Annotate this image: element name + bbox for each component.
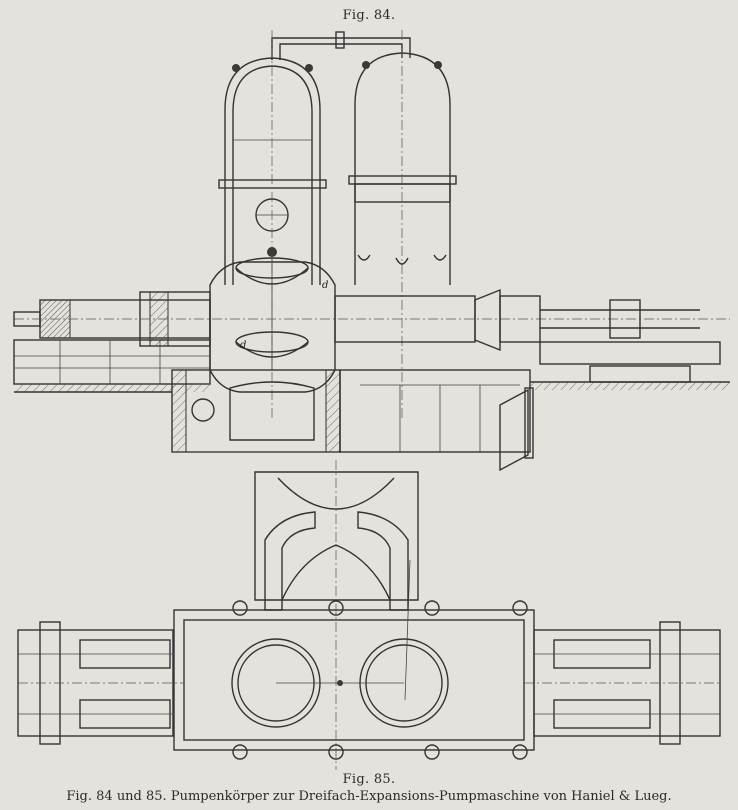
plan-arched-frame — [254, 460, 419, 770]
right-base-box — [339, 369, 534, 472]
figure-84-label: Fig. 84. — [342, 8, 396, 23]
floor-line — [14, 381, 730, 393]
left-air-vessel — [218, 30, 327, 420]
foundation-block — [171, 369, 341, 453]
figure-caption: Fig. 84 und 85. Pumpenkörper zur Dreifac… — [66, 789, 672, 804]
figure-85-label: Fig. 85. — [342, 772, 396, 787]
plan-valve-chests — [231, 559, 449, 728]
fig85-plan — [17, 460, 721, 770]
plan-left-plungers — [17, 621, 184, 745]
fig84-elevation: d d — [13, 30, 730, 472]
label-d-lower: d — [240, 340, 246, 351]
plan-pump-frame — [173, 600, 535, 760]
right-air-vessel — [348, 30, 457, 420]
plan-branch-pipes — [264, 511, 409, 611]
valve-chest-section: d d — [209, 247, 336, 393]
right-plunger-cylinder — [334, 288, 721, 383]
label-d-upper: d — [322, 280, 328, 291]
left-base-frame — [13, 339, 211, 392]
plan-right-plungers — [524, 621, 721, 745]
top-connecting-pipe — [271, 31, 411, 60]
